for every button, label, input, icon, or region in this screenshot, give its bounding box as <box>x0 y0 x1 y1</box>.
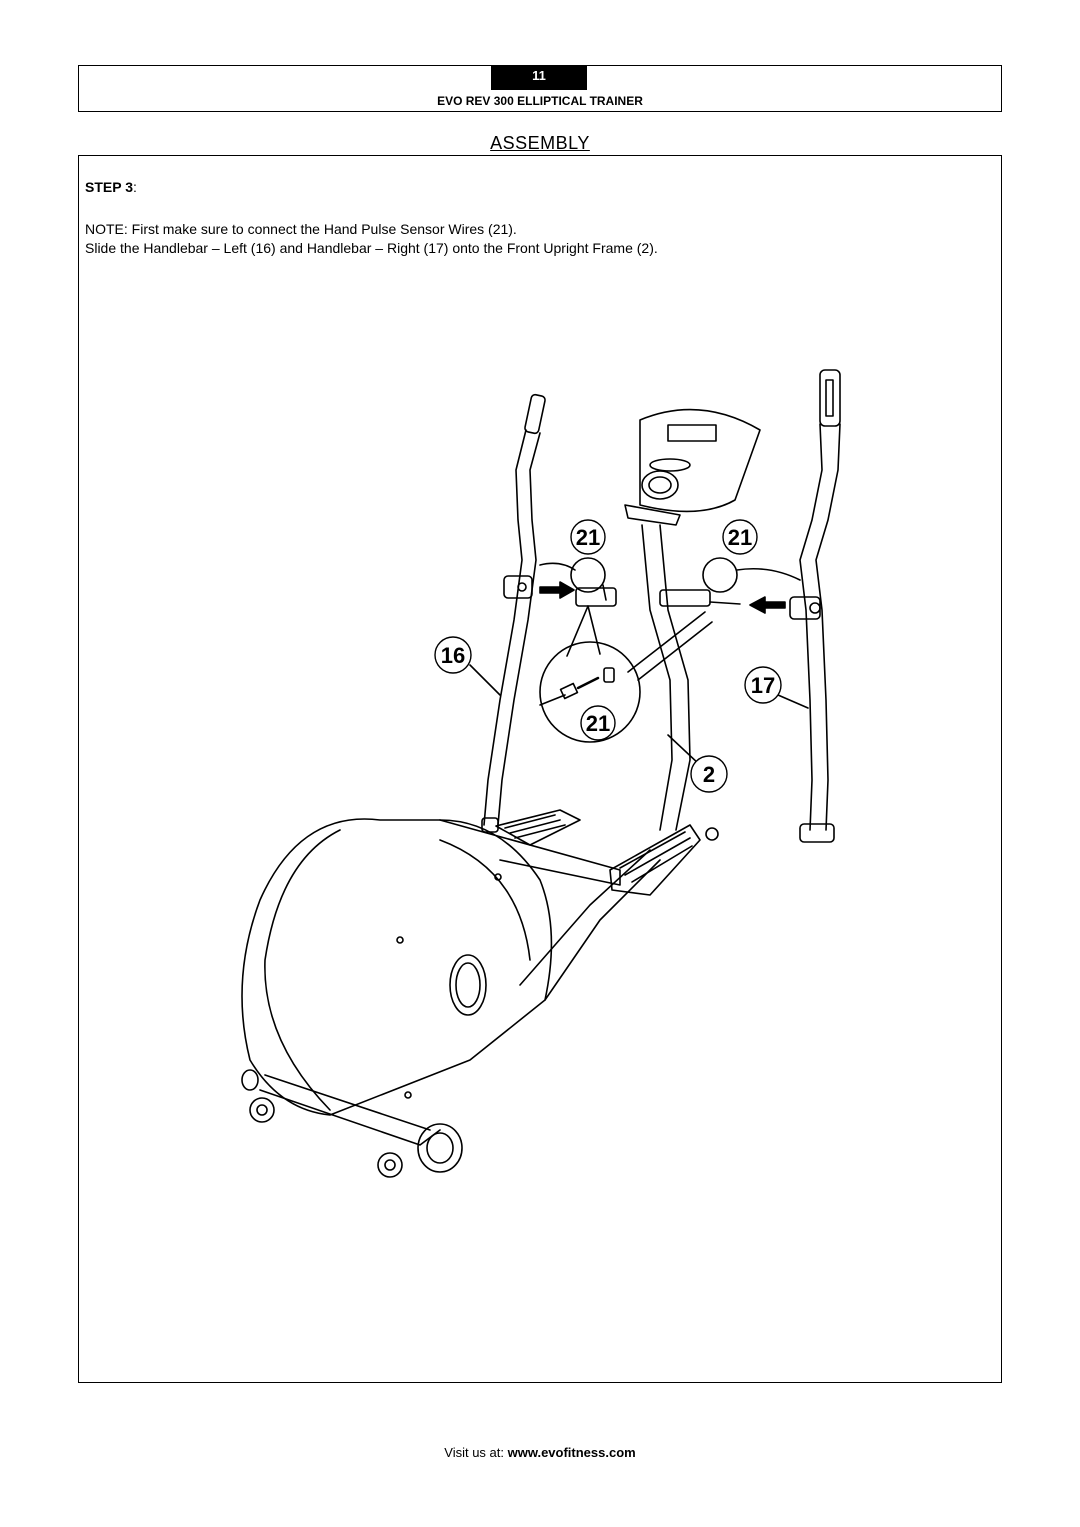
callout-label: 2 <box>703 762 715 787</box>
front-upright-frame <box>575 524 741 831</box>
website-link[interactable]: www.evofitness.com <box>507 1445 636 1460</box>
note-text: NOTE: First make sure to connect the Han… <box>85 221 517 237</box>
callout-21-detail: 21 <box>580 705 616 741</box>
step-colon: : <box>133 179 137 195</box>
wire-detail-right <box>702 557 738 593</box>
callout-label: 21 <box>586 711 610 736</box>
callout-2: 2 <box>690 755 728 793</box>
slide-arrows <box>539 581 786 614</box>
callout-label: 17 <box>751 673 775 698</box>
callout-16: 16 <box>434 636 472 674</box>
flywheel-housing <box>241 818 553 1116</box>
pedal-right <box>609 824 719 896</box>
document-title: EVO REV 300 ELLIPTICAL TRAINER <box>437 94 643 108</box>
page-number: 11 <box>491 65 587 90</box>
main-rail <box>544 859 661 1001</box>
callout-label: 21 <box>728 525 752 550</box>
section-title: ASSEMBLY <box>490 133 590 153</box>
handlebar-left <box>481 393 546 833</box>
console <box>624 408 761 526</box>
step-label: STEP 3: <box>85 179 137 195</box>
footer-prefix: Visit us at: <box>444 1445 508 1460</box>
callout-17: 17 <box>744 666 782 704</box>
instruction-text: Slide the Handlebar – Left (16) and Hand… <box>85 240 658 256</box>
content-box <box>78 155 1002 1383</box>
assembly-diagram: 21 21 16 17 21 2 <box>241 369 841 1178</box>
callout-21-left: 21 <box>570 519 606 555</box>
callout-21-right: 21 <box>722 519 758 555</box>
step-number: STEP 3 <box>85 179 133 195</box>
connector-detail <box>539 605 713 743</box>
base-stabilizer <box>241 1069 463 1178</box>
pedal-left <box>495 809 581 846</box>
footer: Visit us at: www.evofitness.com <box>0 1445 1080 1460</box>
handlebar-right <box>789 369 841 843</box>
wire-detail-left <box>570 557 606 593</box>
callout-label: 16 <box>441 643 465 668</box>
callout-label: 21 <box>576 525 600 550</box>
